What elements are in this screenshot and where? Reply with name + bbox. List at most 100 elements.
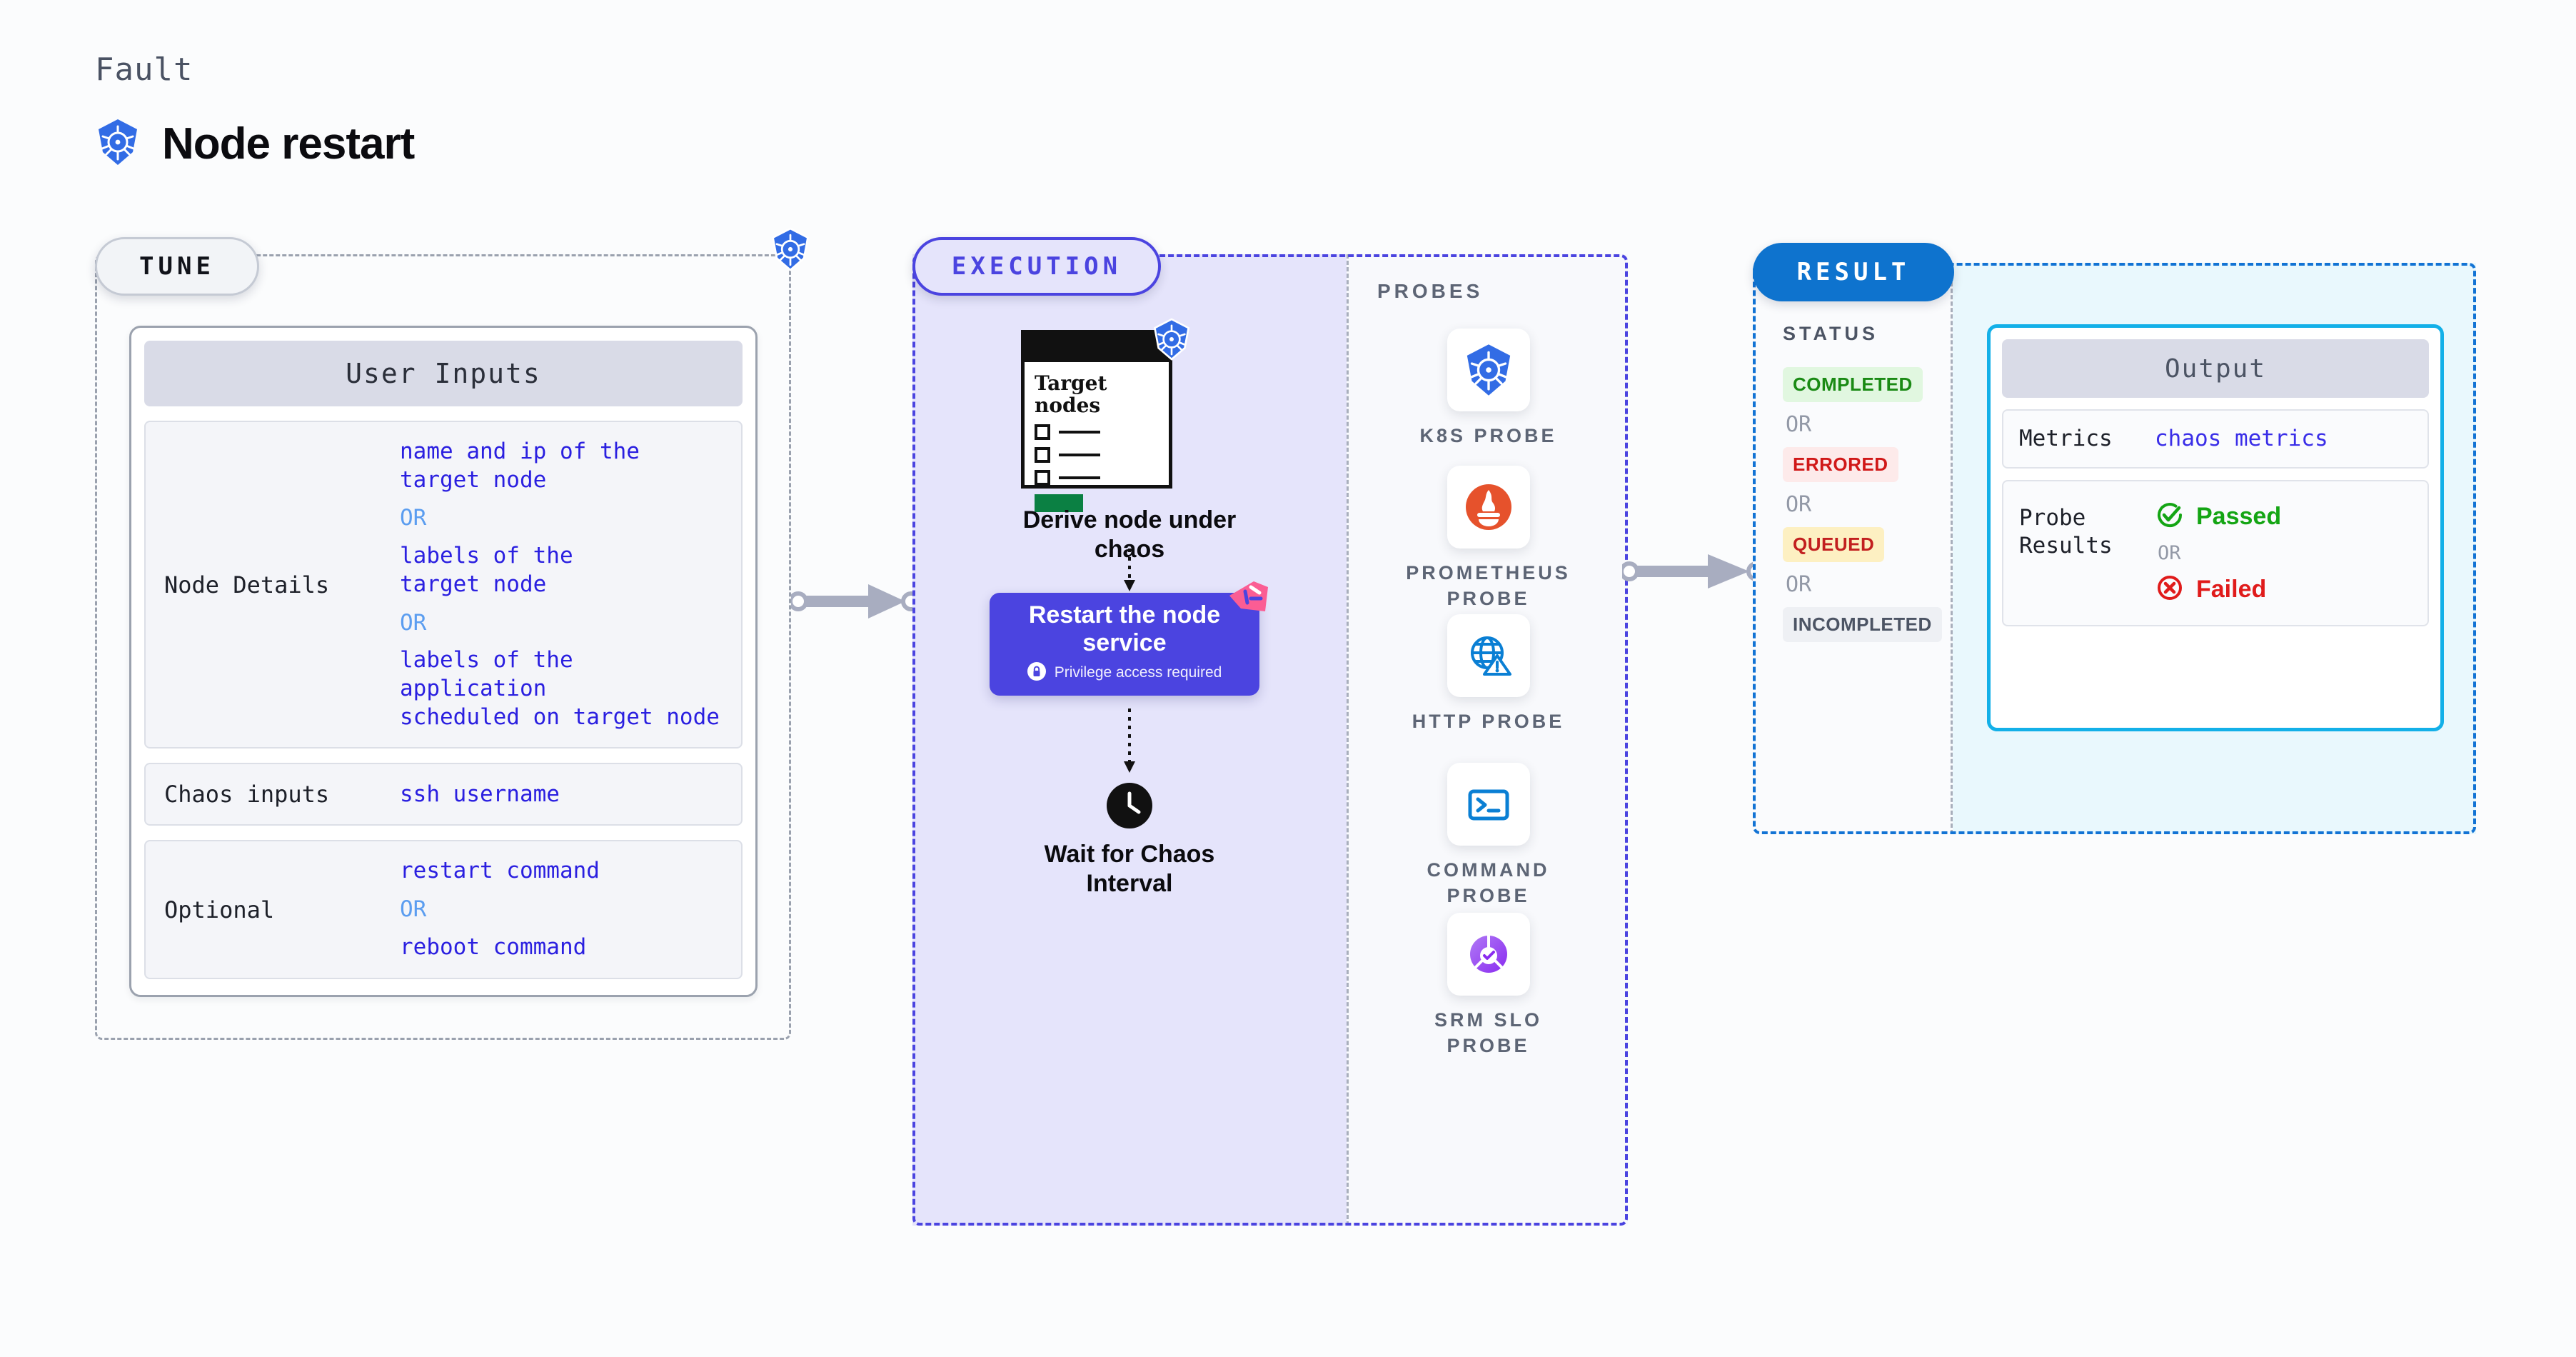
probe-label: COMMAND PROBE [1427,859,1550,907]
probe-prometheus[interactable]: PROMETHEUS PROBE [1349,466,1628,612]
tune-badge[interactable]: TUNE [95,237,259,296]
verdict-passed-label: Passed [2196,502,2282,530]
target-nodes-card: Target nodes [1021,318,1190,512]
status-badge-completed: COMPLETED [1783,367,1923,402]
clock-icon [1107,783,1152,832]
probe-label: SRM SLO PROBE [1434,1009,1542,1057]
or-separator: OR [400,609,427,636]
input-row-chaos-inputs: Chaos inputs ssh username [144,763,743,826]
card-body: Target nodes [1025,362,1169,512]
input-row-values: restart command OR reboot command [400,857,600,961]
or-separator: OR [1786,412,1812,437]
result-panel: STATUS COMPLETED OR ERRORED OR QUEUED OR… [1753,263,2476,834]
target-nodes-title: Target nodes [1035,371,1107,418]
input-value: labels of the target node [400,543,573,597]
privilege-note-text: Privilege access required [1054,664,1222,681]
or-separator: OR [1786,492,1812,517]
probe-k8s[interactable]: K8S PROBE [1349,329,1628,449]
step-label-derive-node: Derive node under chaos [1022,506,1237,563]
kubernetes-icon [1152,318,1192,364]
probe-command[interactable]: COMMAND PROBE [1349,763,1628,909]
result-badge[interactable]: RESULT [1753,243,1954,301]
kubernetes-icon [95,118,141,170]
page-title: Node restart [162,119,415,169]
page-eyebrow: Fault [95,51,193,88]
status-column: STATUS COMPLETED OR ERRORED OR QUEUED OR… [1753,263,1953,834]
execution-panel-border [912,254,1628,1226]
probe-label: PROMETHEUS PROBE [1406,562,1571,610]
user-inputs-title: User Inputs [144,341,743,406]
connector-tune-to-execution [788,580,921,626]
input-value: labels of the application scheduled on t… [400,647,720,730]
output-row-key: Probe Results [2019,504,2113,559]
step-label-wait-chaos-interval: Wait for Chaos Interval [1044,841,1215,897]
checkbox-row [1035,446,1159,463]
output-row-key: Metrics [2019,426,2113,451]
or-separator: OR [2158,541,2181,564]
input-value: restart command [400,858,600,884]
placeholder-line [1059,453,1100,456]
probe-http[interactable]: HTTP PROBE [1349,614,1628,734]
output-row-value: chaos metrics [2155,426,2328,452]
placeholder-line [1059,476,1100,479]
restart-card-title: Restart the node service [1028,601,1221,656]
verdict-list: Passed OR Failed [2155,500,2281,606]
x-circle-icon [2155,573,2185,606]
result-panel-border [1753,263,2476,834]
input-row-optional: Optional restart command OR reboot comma… [144,840,743,979]
checkbox-icon[interactable] [1035,424,1050,440]
status-badge-incompleted: INCOMPLETED [1783,607,1942,642]
kubernetes-icon [770,227,811,275]
flow-arrow-icon [1121,708,1138,778]
probe-label: HTTP PROBE [1412,711,1565,732]
placeholder-line [1059,430,1100,434]
status-badge-queued: QUEUED [1783,527,1885,562]
input-value: reboot command [400,934,587,961]
connector-execution-to-result [1619,550,1766,596]
or-separator: OR [1786,572,1812,597]
input-row-values: name and ip of the target node OR labels… [400,438,723,731]
verdict-failed-label: Failed [2196,575,2267,603]
checkbox-row [1035,424,1159,440]
confirm-button[interactable] [1035,494,1083,512]
probe-label: K8S PROBE [1419,425,1557,446]
output-row-metrics: Metrics chaos metrics [2002,409,2429,469]
input-value: name and ip of the target node [400,439,640,493]
input-row-key: Optional [164,896,275,923]
execution-badge[interactable]: EXECUTION [912,237,1161,296]
wait-interval-icon-wrap [912,783,1347,832]
http-globe-warning-icon [1447,614,1530,697]
or-separator: OR [400,505,427,531]
status-badge-errored: ERRORED [1783,447,1898,482]
checkbox-icon[interactable] [1035,446,1050,463]
lock-icon [1027,661,1046,684]
tune-panel: User Inputs Node Details name and ip of … [95,227,809,1040]
probe-srm-slo[interactable]: SRM SLO PROBE [1349,913,1628,1059]
execution-panel: Target nodes [912,254,1628,1226]
terminal-icon [1447,763,1530,846]
checkbox-icon[interactable] [1035,469,1050,486]
probes-section-label: PROBES [1377,280,1484,302]
chaos-ribbon-icon [1225,580,1269,624]
input-row-node-details: Node Details name and ip of the target n… [144,421,743,749]
card-title-bar [1025,334,1169,362]
srm-slo-donut-icon [1447,913,1530,996]
page-title-row: Node restart [95,118,415,170]
restart-node-service-card[interactable]: Restart the node service Privilege acces… [990,581,1268,696]
output-card: Output Metrics chaos metrics Probe Resul… [1987,324,2444,731]
checkbox-row [1035,469,1159,486]
prometheus-icon [1447,466,1530,549]
execution-flow-column: Target nodes [912,254,1347,1226]
output-row-probe-results: Probe Results Passed OR [2002,479,2429,626]
output-title: Output [2002,339,2429,398]
input-row-values: ssh username [400,781,560,809]
verdict-passed: Passed [2155,500,2281,534]
output-column: Output Metrics chaos metrics Probe Resul… [1953,263,2476,834]
probes-column: PROBES K8S PROB [1347,254,1628,1226]
input-row-key: Chaos inputs [164,781,330,808]
check-circle-icon [2155,500,2185,534]
user-inputs-card: User Inputs Node Details name and ip of … [129,326,758,997]
input-row-key: Node Details [164,571,330,599]
input-value: ssh username [400,781,560,807]
